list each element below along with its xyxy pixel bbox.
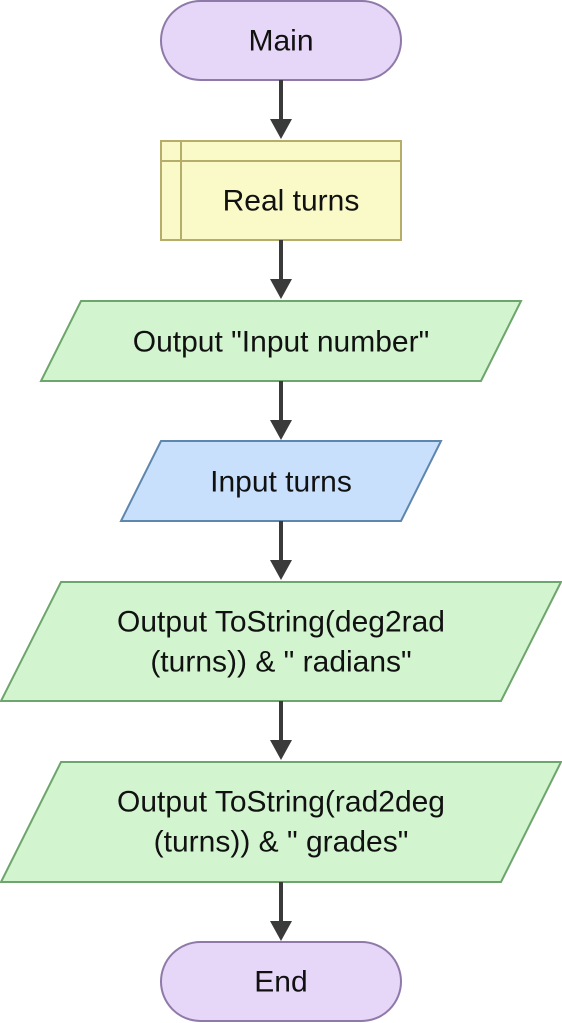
input-block: Input turns [119, 440, 443, 522]
declare-block: Real turns [160, 140, 402, 241]
declare-label: Real turns [223, 185, 360, 218]
connector-arrow [270, 381, 292, 440]
input-label: Input turns [210, 466, 352, 499]
output-grades-line2: (turns)) & " grades" [154, 826, 409, 859]
start-label: Main [248, 25, 313, 58]
connector-arrow [270, 882, 292, 941]
output-radians-block: Output ToString(deg2rad (turns)) & " rad… [0, 581, 562, 702]
output-radians-line1: Output ToString(deg2rad [117, 606, 445, 639]
end-label: End [254, 966, 307, 999]
output-prompt-label: Output "Input number" [133, 326, 429, 359]
connector-arrow [270, 701, 292, 760]
output-grades-line1: Output ToString(rad2deg [117, 786, 445, 819]
output-grades-block: Output ToString(rad2deg (turns)) & " gra… [0, 761, 562, 883]
end-terminal: End [160, 941, 402, 1022]
connector-arrow [270, 80, 292, 139]
start-terminal: Main [160, 0, 402, 81]
output-prompt-block: Output "Input number" [39, 300, 523, 382]
connector-arrow [270, 521, 292, 580]
connector-arrow [270, 240, 292, 299]
output-radians-line2: (turns)) & " radians" [150, 646, 411, 679]
